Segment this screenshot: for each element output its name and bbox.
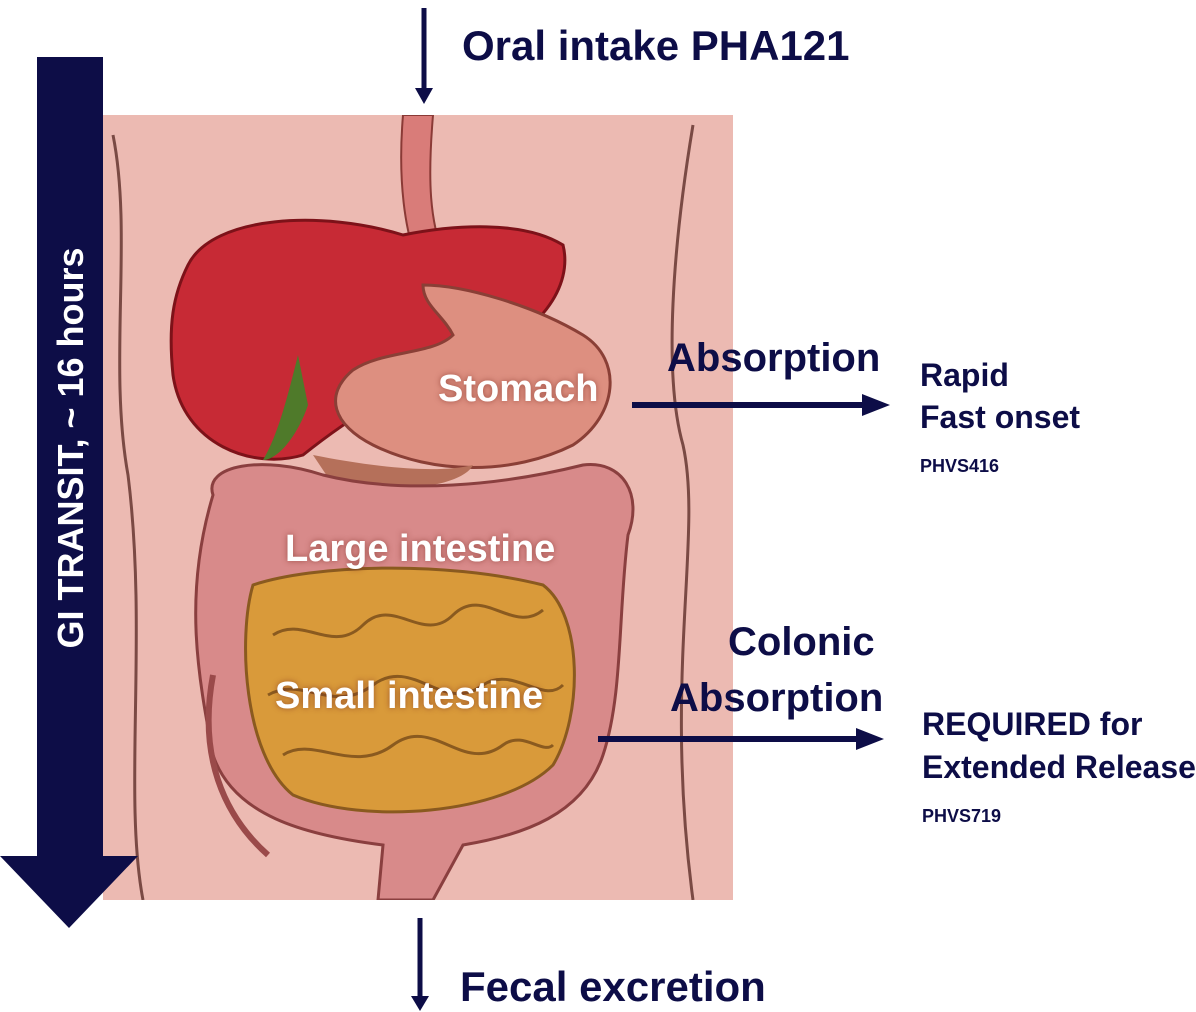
gi-anatomy-illustration [103, 115, 733, 900]
stomach-label: Stomach [438, 368, 598, 411]
colonic-line1: REQUIRED for [922, 706, 1142, 743]
absorption-code: PHVS416 [920, 456, 999, 477]
absorption-arrow [632, 392, 897, 422]
excretion-arrow [406, 918, 436, 1012]
absorption-heading: Absorption [667, 336, 880, 381]
absorption-line1: Rapid [920, 357, 1009, 394]
colonic-heading-line1: Colonic [728, 620, 875, 665]
intake-arrow [410, 8, 440, 108]
gi-transit-label: GI TRANSIT, ~ 16 hours [50, 247, 92, 648]
intake-label: Oral intake PHA121 [462, 22, 850, 70]
large-intestine-label: Large intestine [285, 528, 555, 571]
small-intestine-label: Small intestine [275, 675, 543, 718]
colonic-code: PHVS719 [922, 806, 1001, 827]
colonic-arrow [598, 726, 890, 756]
excretion-label: Fecal excretion [460, 963, 766, 1011]
colonic-heading-line2: Absorption [670, 676, 883, 721]
colonic-line2: Extended Release [922, 749, 1196, 786]
absorption-line2: Fast onset [920, 399, 1080, 436]
